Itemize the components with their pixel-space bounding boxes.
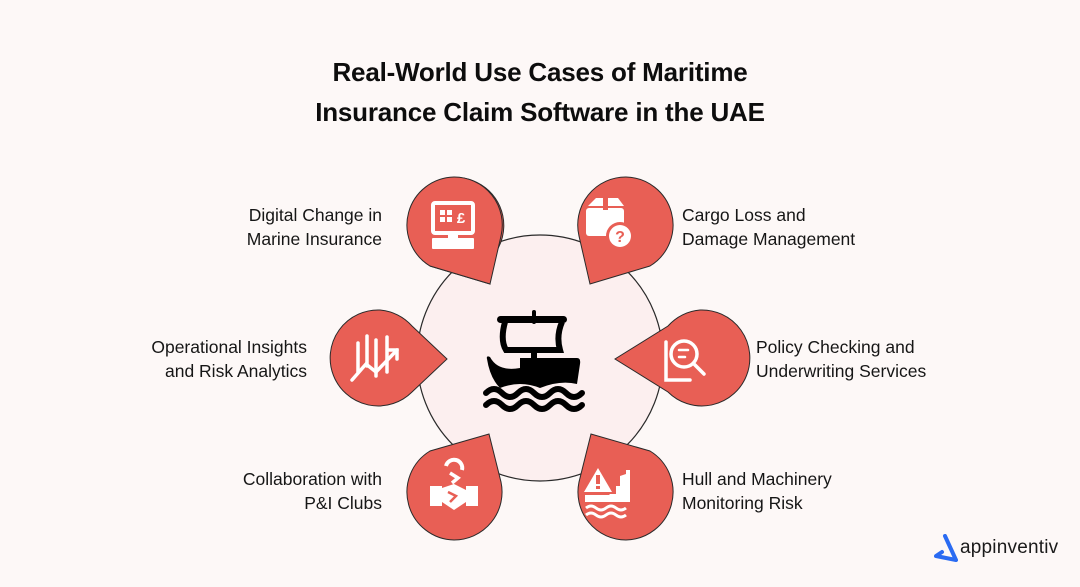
label-line-1: Digital Change in	[248, 205, 382, 225]
label-line-2: P&I Clubs	[304, 493, 382, 513]
label-policy-checking: Policy Checking and Underwriting Service…	[756, 335, 926, 383]
package-question-icon: ?	[586, 198, 634, 250]
label-operational-insights: Operational Insights and Risk Analytics	[151, 335, 307, 383]
label-line-1: Collaboration with	[242, 469, 382, 489]
label-line-2: Damage Management	[682, 229, 856, 249]
label-cargo-loss: Cargo Loss and Damage Management	[682, 203, 855, 251]
label-line-2: Monitoring Risk	[682, 493, 803, 513]
label-line-1: Operational Insights	[151, 337, 307, 357]
brand-logo: appinventiv	[932, 534, 1058, 562]
label-line-1: Hull and Machinery	[682, 469, 832, 489]
label-line-2: Marine Insurance	[246, 229, 382, 249]
ship-icon	[483, 310, 585, 412]
ship-warning-icon	[584, 468, 630, 519]
petal-right	[614, 309, 751, 407]
petal-top-right: ?	[577, 176, 674, 285]
appinventiv-logo-icon	[934, 534, 958, 562]
document-search-icon	[664, 339, 706, 382]
petal-bottom-left	[406, 433, 503, 541]
handshake-icon	[430, 457, 478, 510]
brand-name: appinventiv	[960, 537, 1059, 558]
petal-bottom-right	[577, 433, 674, 541]
petal-left	[329, 309, 448, 407]
petal-top-left: £	[406, 176, 505, 285]
label-line-2: and Risk Analytics	[164, 361, 307, 381]
label-digital-change: Digital Change in Marine Insurance	[247, 203, 382, 251]
svg-text:?: ?	[615, 229, 625, 246]
analytics-chart-icon	[350, 334, 399, 382]
title-line-2: Insurance Claim Software in the UAE	[315, 97, 765, 127]
svg-text:£: £	[457, 210, 466, 227]
label-hull-machinery: Hull and Machinery Monitoring Risk	[682, 467, 832, 515]
label-line-1: Policy Checking and	[756, 337, 915, 357]
title-line-1: Real-World Use Cases of Maritime	[332, 57, 748, 87]
pos-terminal-icon: £	[431, 201, 475, 249]
label-line-1: Cargo Loss and	[682, 205, 806, 225]
page-title: Real-World Use Cases of Maritime Insuran…	[0, 52, 1080, 132]
label-collaboration: Collaboration with P&I Clubs	[243, 467, 382, 515]
label-line-2: Underwriting Services	[756, 361, 927, 381]
